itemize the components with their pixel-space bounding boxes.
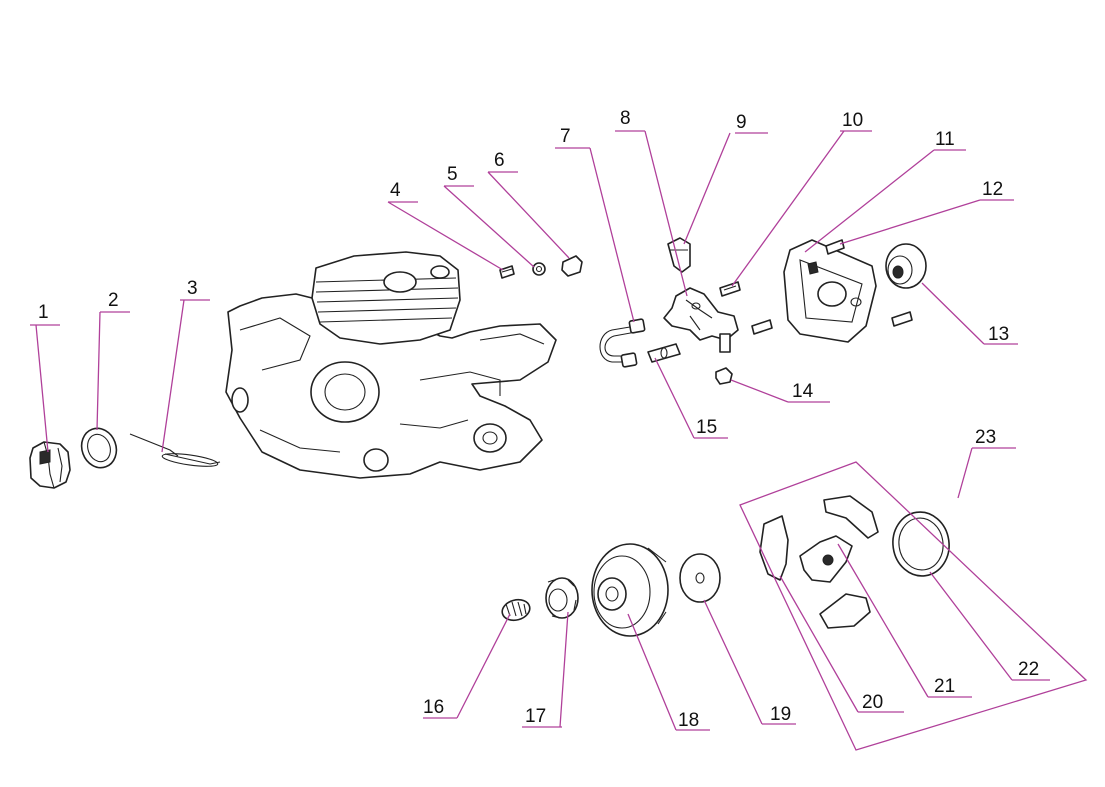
callout-18: 18 xyxy=(678,710,699,731)
callout-12: 12 xyxy=(982,179,1003,200)
leader-lines xyxy=(30,130,1088,751)
callout-14: 14 xyxy=(792,381,814,402)
part-nut xyxy=(532,262,546,276)
callout-22: 22 xyxy=(1018,659,1039,680)
part-screw-cover xyxy=(891,311,913,327)
callout-3: 3 xyxy=(187,278,198,299)
callout-1: 1 xyxy=(38,302,49,323)
part-cover-plate xyxy=(783,239,877,343)
callout-6: 6 xyxy=(494,150,505,171)
callout-19: 19 xyxy=(770,704,791,725)
part-pump-plunger xyxy=(667,237,691,273)
callout-13: 13 xyxy=(988,324,1009,345)
part-clutch-shoes xyxy=(759,495,879,629)
callout-8: 8 xyxy=(620,108,631,129)
callout-2: 2 xyxy=(108,290,119,311)
callout-23: 23 xyxy=(975,427,996,448)
part-clutch-drum xyxy=(591,543,669,637)
part-hose-fitting xyxy=(647,343,681,363)
part-plug xyxy=(561,255,583,277)
callout-labels: 1 2 3 4 5 6 7 8 9 10 11 12 13 14 15 16 1… xyxy=(38,108,1039,731)
part-screw-12 xyxy=(825,239,845,255)
part-needle-bearing xyxy=(501,598,531,622)
part-o-ring xyxy=(80,427,118,469)
part-screw-10 xyxy=(719,281,741,297)
callout-16: 16 xyxy=(423,697,444,718)
part-oil-pump xyxy=(663,287,739,353)
callout-15: 15 xyxy=(696,417,717,438)
callout-9: 9 xyxy=(736,112,747,133)
part-washer xyxy=(679,553,721,603)
part-bushing xyxy=(715,367,733,385)
part-clutch-spring xyxy=(892,511,950,577)
callout-10: 10 xyxy=(842,110,863,131)
part-cap xyxy=(29,441,71,489)
callout-21: 21 xyxy=(934,676,955,697)
callout-20: 20 xyxy=(862,692,883,713)
part-screw-pump xyxy=(751,319,773,335)
callout-5: 5 xyxy=(447,164,458,185)
callout-11: 11 xyxy=(935,129,955,150)
engine-crankcase xyxy=(225,251,557,479)
part-wire-strainer xyxy=(129,433,221,467)
part-oil-hose xyxy=(599,318,646,368)
callout-7: 7 xyxy=(560,126,571,147)
callout-17: 17 xyxy=(525,706,546,727)
part-screw-small xyxy=(499,265,515,279)
part-rim-sprocket xyxy=(545,577,579,619)
part-worm-gear xyxy=(885,243,927,289)
callout-4: 4 xyxy=(390,180,401,201)
